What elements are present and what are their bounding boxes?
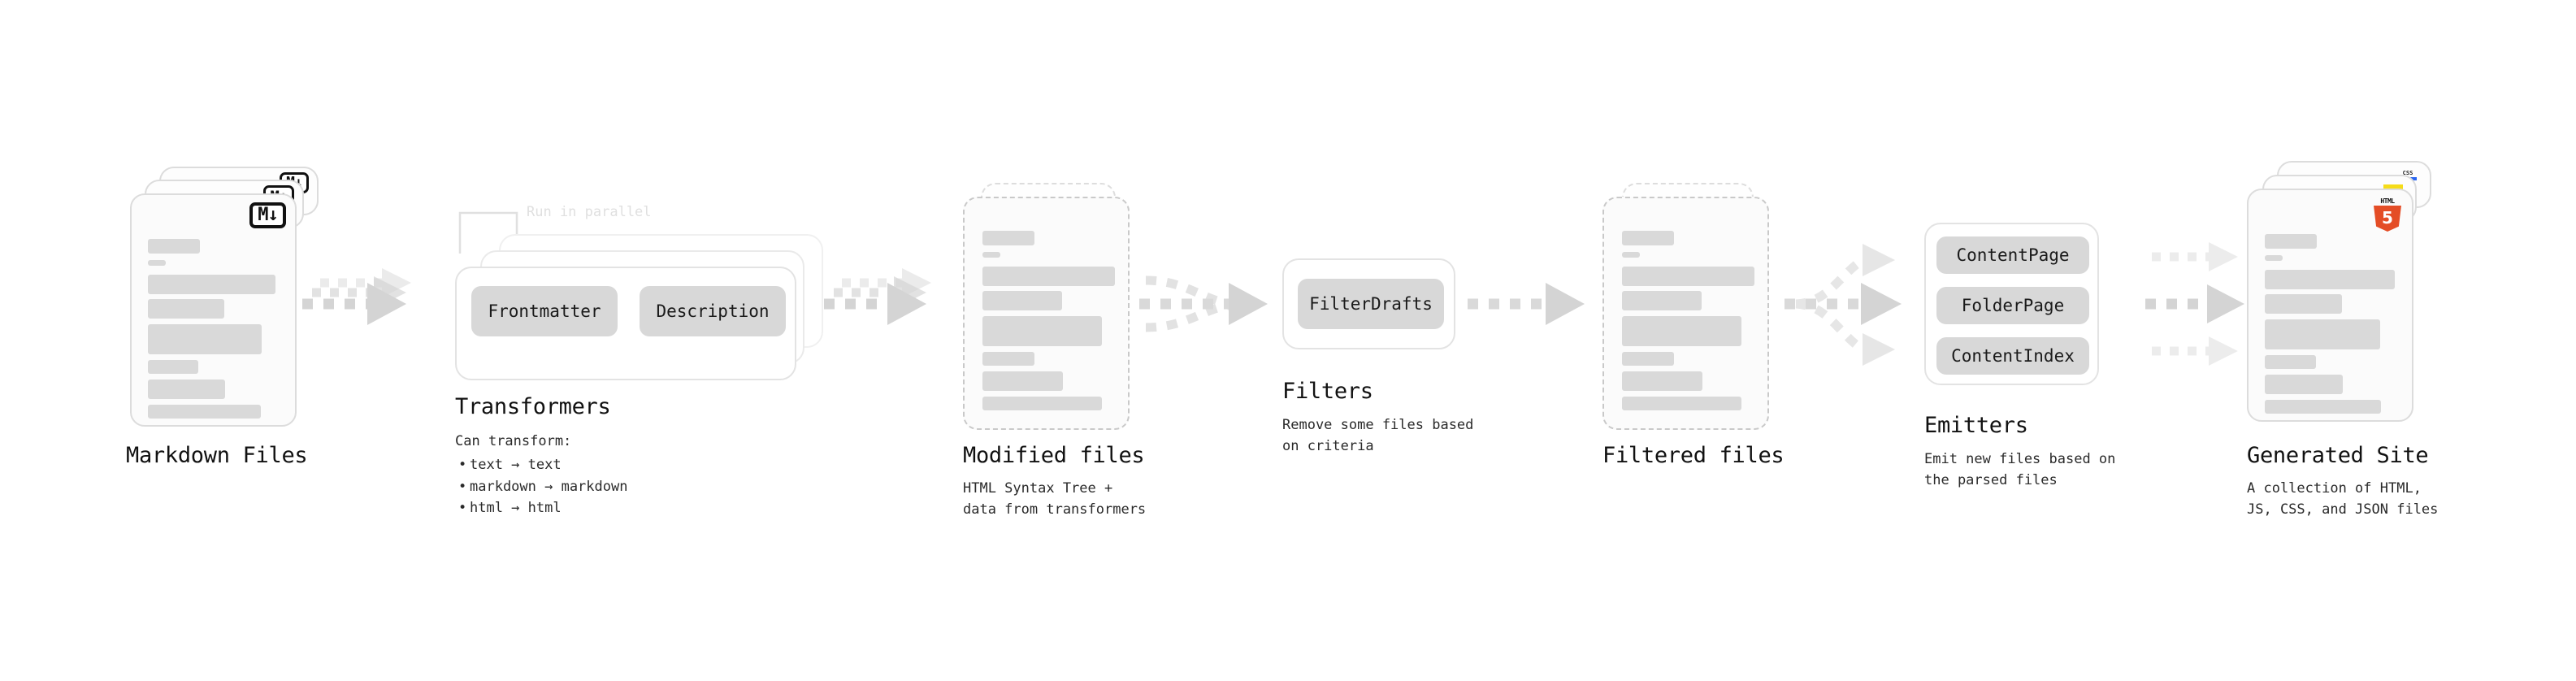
skeleton-bar bbox=[2265, 234, 2317, 249]
transformer-chip-description[interactable]: Description bbox=[640, 286, 786, 336]
filtered-files-stack bbox=[1602, 183, 1789, 430]
markdown-icon: M↓ bbox=[249, 202, 286, 228]
skeleton-bar bbox=[982, 352, 1034, 366]
subtitle-line: on criteria bbox=[1282, 438, 1374, 455]
skeleton-bar bbox=[1622, 352, 1674, 366]
html5-icon: HTML bbox=[2374, 197, 2401, 232]
stage-title-generated-site: Generated Site bbox=[2247, 443, 2429, 468]
skeleton-bar bbox=[2265, 294, 2342, 314]
skeleton-bar bbox=[2265, 400, 2381, 414]
transform-lead: Can transform: bbox=[455, 433, 572, 449]
html5-shield bbox=[2374, 206, 2401, 232]
stage-subtitle-emitters: Emit new files based on the parsed files bbox=[1924, 449, 2115, 492]
subtitle-line: the parsed files bbox=[1924, 472, 2058, 489]
stage-title-modified-files: Modified files bbox=[963, 443, 1145, 468]
emitters-panel: ContentPage FolderPage ContentIndex bbox=[1924, 223, 2099, 385]
transform-item: markdown → markdown bbox=[455, 476, 627, 498]
run-in-parallel-label: Run in parallel bbox=[527, 204, 652, 220]
skeleton-bar bbox=[1622, 397, 1741, 410]
transform-list: text → text markdown → markdown html → h… bbox=[455, 454, 627, 518]
skeleton-bar bbox=[982, 291, 1062, 310]
arrow-transformers-to-modified bbox=[824, 268, 931, 325]
skeleton-bar bbox=[148, 275, 275, 294]
transform-item: html → html bbox=[455, 497, 627, 519]
skeleton-bar bbox=[982, 316, 1102, 346]
arrow-filters-to-filtered bbox=[1468, 283, 1585, 325]
subtitle-line: Remove some files based bbox=[1282, 417, 1474, 433]
stage-title-emitters: Emitters bbox=[1924, 413, 2028, 438]
subtitle-line: HTML Syntax Tree + bbox=[963, 480, 1113, 497]
skeleton-bar bbox=[1622, 231, 1674, 245]
transformer-chip-frontmatter[interactable]: Frontmatter bbox=[471, 286, 618, 336]
skeleton-bar bbox=[2265, 270, 2395, 289]
skeleton-bar bbox=[1622, 252, 1640, 258]
skeleton-bar bbox=[148, 360, 198, 374]
modified-file-card-front bbox=[963, 197, 1130, 430]
arrow-filtered-to-emitters bbox=[1785, 244, 1902, 366]
stage-title-markdown-files: Markdown Files bbox=[126, 443, 308, 468]
subtitle-line: data from transformers bbox=[963, 501, 1147, 518]
skeleton-bar bbox=[982, 371, 1063, 391]
skeleton-bar bbox=[2265, 375, 2343, 394]
stage-subtitle-generated-site: A collection of HTML, JS, CSS, and JSON … bbox=[2247, 478, 2438, 521]
stage-title-transformers: Transformers bbox=[455, 394, 611, 419]
skeleton-bar bbox=[148, 299, 224, 319]
skeleton-bar bbox=[148, 324, 262, 354]
skeleton-bar bbox=[2265, 255, 2283, 261]
skeleton-bar bbox=[1622, 267, 1754, 286]
skeleton-bar bbox=[148, 239, 200, 254]
skeleton-bar bbox=[1622, 291, 1702, 310]
transform-item: text → text bbox=[455, 454, 627, 476]
stage-subtitle-modified-files: HTML Syntax Tree + data from transformer… bbox=[963, 478, 1146, 521]
skeleton-bar bbox=[982, 397, 1102, 410]
stage-subtitle-transformers: Can transform: text → text markdown → ma… bbox=[455, 431, 627, 519]
transformers-panel: Frontmatter Description bbox=[455, 267, 796, 380]
subtitle-line: JS, CSS, and JSON files bbox=[2247, 501, 2439, 518]
filter-chip-filterdrafts[interactable]: FilterDrafts bbox=[1298, 279, 1444, 329]
subtitle-line: A collection of HTML, bbox=[2247, 480, 2422, 497]
arrow-emitters-to-site bbox=[2145, 242, 2244, 366]
modified-files-stack bbox=[963, 183, 1150, 430]
skeleton-bar bbox=[982, 267, 1115, 286]
filters-panel: FilterDrafts bbox=[1282, 258, 1455, 349]
emitter-chip-contentindex[interactable]: ContentIndex bbox=[1936, 337, 2089, 375]
generated-site-stack: CSS HTML bbox=[2247, 161, 2442, 429]
stage-subtitle-filters: Remove some files based on criteria bbox=[1282, 414, 1473, 458]
markdown-files-stack: M↓ M↓ M↓ bbox=[130, 167, 325, 427]
arrow-modified-to-filters bbox=[1139, 275, 1268, 332]
filtered-file-card-front bbox=[1602, 197, 1769, 430]
css-label: CSS bbox=[2402, 170, 2413, 176]
stage-title-filters: Filters bbox=[1282, 379, 1373, 404]
markdown-file-card-front: M↓ bbox=[130, 193, 297, 427]
skeleton-bar bbox=[2265, 319, 2380, 349]
skeleton-bar bbox=[982, 252, 1000, 258]
skeleton-bar bbox=[1622, 316, 1741, 346]
generated-file-card-html: HTML bbox=[2247, 189, 2413, 422]
emitter-chip-contentpage[interactable]: ContentPage bbox=[1936, 236, 2089, 274]
skeleton-bar bbox=[148, 260, 166, 266]
skeleton-bar bbox=[148, 405, 261, 419]
skeleton-bar bbox=[2265, 355, 2316, 369]
skeleton-bar bbox=[1622, 371, 1702, 391]
subtitle-line: Emit new files based on bbox=[1924, 451, 2116, 467]
html5-label: HTML bbox=[2380, 197, 2395, 205]
stage-title-filtered-files: Filtered files bbox=[1602, 443, 1785, 468]
emitter-chip-folderpage[interactable]: FolderPage bbox=[1936, 287, 2089, 324]
skeleton-bar bbox=[148, 380, 225, 399]
skeleton-bar bbox=[982, 231, 1034, 245]
